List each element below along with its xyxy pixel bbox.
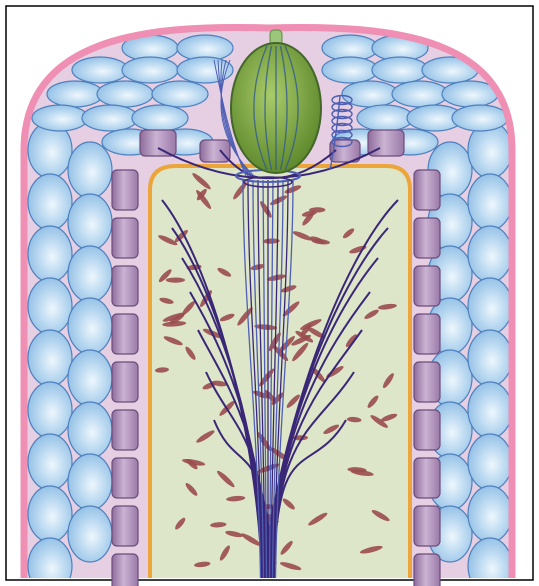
- outer-cell: [68, 246, 112, 302]
- outer-cell: [68, 142, 112, 198]
- inner-cell: [414, 506, 440, 546]
- inner-cell: [112, 506, 138, 546]
- outer-cell: [68, 298, 112, 354]
- outer-cell: [28, 226, 72, 282]
- outer-cell: [152, 81, 208, 107]
- inner-cell: [112, 458, 138, 498]
- outer-cell: [468, 434, 512, 490]
- outer-cell: [47, 81, 103, 107]
- outer-cell: [468, 226, 512, 282]
- inner-cell: [414, 410, 440, 450]
- outer-cell: [68, 194, 112, 250]
- outer-cell: [392, 81, 448, 107]
- outer-cell: [28, 486, 72, 542]
- outer-cell: [28, 174, 72, 230]
- outer-cell: [122, 57, 178, 83]
- outer-cell: [322, 57, 378, 83]
- inner-cell: [112, 314, 138, 354]
- outer-cell: [468, 486, 512, 542]
- outer-cell: [132, 105, 188, 131]
- inner-cell: [414, 554, 440, 586]
- outer-cell: [28, 330, 72, 386]
- inner-cell: [112, 218, 138, 258]
- outer-cell: [28, 382, 72, 438]
- inner-cell: [140, 130, 176, 156]
- inner-cell: [112, 266, 138, 306]
- inner-cell: [414, 314, 440, 354]
- outer-cell: [68, 454, 112, 510]
- outer-cell: [82, 105, 138, 131]
- outer-cell: [468, 330, 512, 386]
- inner-cell: [414, 170, 440, 210]
- inner-cell: [414, 458, 440, 498]
- outer-cell: [452, 105, 508, 131]
- outer-cell: [28, 434, 72, 490]
- outer-cell: [28, 278, 72, 334]
- inner-cell: [112, 362, 138, 402]
- inner-cell: [414, 266, 440, 306]
- inner-cell: [112, 410, 138, 450]
- outer-cell: [68, 350, 112, 406]
- outer-cell: [357, 105, 413, 131]
- outer-cell: [177, 57, 233, 83]
- outer-cell: [97, 81, 153, 107]
- outer-cell: [72, 57, 128, 83]
- inner-cell: [414, 218, 440, 258]
- central-lumen: [150, 166, 410, 578]
- inner-cell: [200, 140, 230, 162]
- outer-cell: [468, 174, 512, 230]
- outer-cell: [468, 382, 512, 438]
- outer-cell: [68, 506, 112, 562]
- outer-cell: [68, 402, 112, 458]
- inner-cell: [112, 554, 138, 586]
- inner-cell: [112, 170, 138, 210]
- inner-cell: [414, 362, 440, 402]
- outer-cell: [372, 57, 428, 83]
- outer-cell: [32, 105, 88, 131]
- outer-cell: [468, 278, 512, 334]
